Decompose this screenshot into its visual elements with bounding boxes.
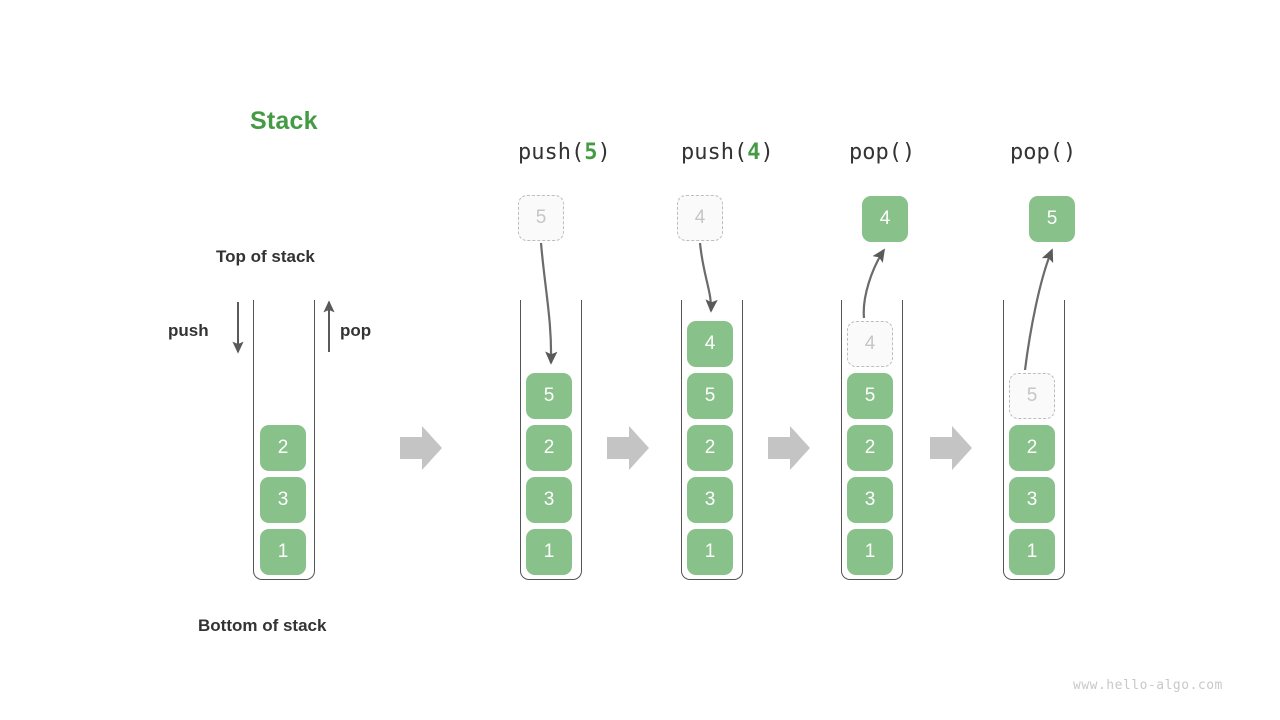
op-prefix: pop( bbox=[1010, 140, 1063, 165]
stack-cell: 2 bbox=[847, 425, 893, 471]
pop-label: pop bbox=[340, 321, 372, 340]
stack-cell-ghost: 5 bbox=[1009, 373, 1055, 419]
stack-cell: 1 bbox=[526, 529, 572, 575]
stack-cell: 2 bbox=[1009, 425, 1055, 471]
stack-cell: 5 bbox=[526, 373, 572, 419]
op-prefix: push( bbox=[518, 140, 585, 165]
step-separator-arrow-1 bbox=[400, 426, 442, 470]
operation-label-push-5: push(5) bbox=[518, 140, 611, 165]
stack-cell: 1 bbox=[260, 529, 306, 575]
stack-cell: 3 bbox=[260, 477, 306, 523]
op-argument: 5 bbox=[584, 140, 598, 165]
step-separator-arrow-4 bbox=[930, 426, 972, 470]
stack-cell: 3 bbox=[1009, 477, 1055, 523]
op-prefix: pop( bbox=[849, 140, 902, 165]
operation-label-push-4: push(4) bbox=[681, 140, 774, 165]
push-label: push bbox=[168, 321, 209, 340]
top-of-stack-label: Top of stack bbox=[216, 247, 315, 266]
stack-container-step2 bbox=[681, 300, 743, 580]
incoming-value-ghost: 5 bbox=[518, 195, 564, 241]
incoming-value-ghost: 4 bbox=[677, 195, 723, 241]
stack-cell: 2 bbox=[260, 425, 306, 471]
op-prefix: push( bbox=[681, 140, 748, 165]
stack-cell: 2 bbox=[687, 425, 733, 471]
stack-cell: 3 bbox=[847, 477, 893, 523]
step-separator-arrow-2 bbox=[607, 426, 649, 470]
stack-cell: 5 bbox=[687, 373, 733, 419]
stack-cell: 4 bbox=[687, 321, 733, 367]
stack-container-initial bbox=[253, 300, 315, 580]
stack-cell-ghost: 4 bbox=[847, 321, 893, 367]
step-separator-arrow-3 bbox=[768, 426, 810, 470]
stack-cell: 3 bbox=[526, 477, 572, 523]
stack-cell: 1 bbox=[847, 529, 893, 575]
operation-label-pop-2: pop() bbox=[1010, 140, 1076, 165]
stack-cell: 2 bbox=[526, 425, 572, 471]
stack-cell: 1 bbox=[1009, 529, 1055, 575]
op-suffix: ) bbox=[760, 140, 774, 165]
stack-container-step3 bbox=[841, 300, 903, 580]
op-suffix: ) bbox=[901, 140, 916, 165]
page-title: Stack bbox=[250, 107, 318, 135]
op-suffix: ) bbox=[597, 140, 611, 165]
stack-container-step1 bbox=[520, 300, 582, 580]
operation-label-pop-1: pop() bbox=[849, 140, 915, 165]
stack-cell: 1 bbox=[687, 529, 733, 575]
popped-value: 5 bbox=[1029, 196, 1075, 242]
popped-value: 4 bbox=[862, 196, 908, 242]
watermark: www.hello-algo.com bbox=[1073, 678, 1223, 693]
op-suffix: ) bbox=[1062, 140, 1077, 165]
stack-container-step4 bbox=[1003, 300, 1065, 580]
stack-cell: 3 bbox=[687, 477, 733, 523]
op-argument: 4 bbox=[747, 140, 761, 165]
bottom-of-stack-label: Bottom of stack bbox=[198, 616, 327, 635]
stack-cell: 5 bbox=[847, 373, 893, 419]
